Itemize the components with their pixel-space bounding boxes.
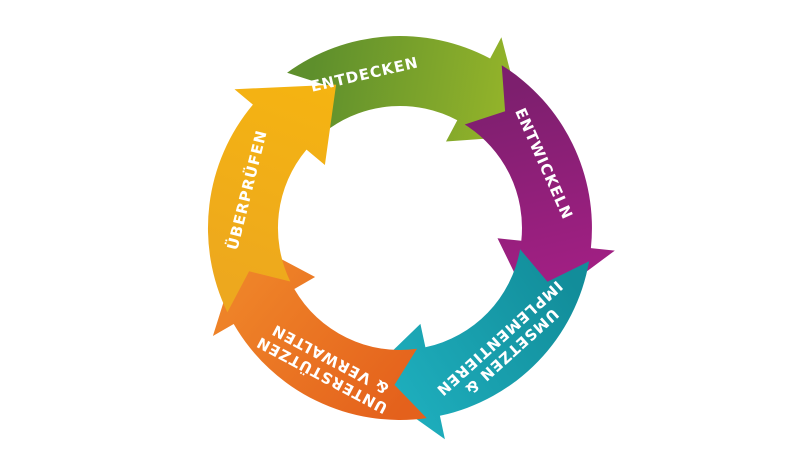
arrow-entdecken	[287, 36, 527, 142]
arrow-entwickeln	[464, 65, 615, 312]
arrow-ueberpruefen	[207, 84, 337, 313]
arrow-unterstuetzen	[212, 239, 427, 420]
arrow-umsetzen	[362, 249, 590, 440]
arrows-layer	[207, 36, 615, 440]
